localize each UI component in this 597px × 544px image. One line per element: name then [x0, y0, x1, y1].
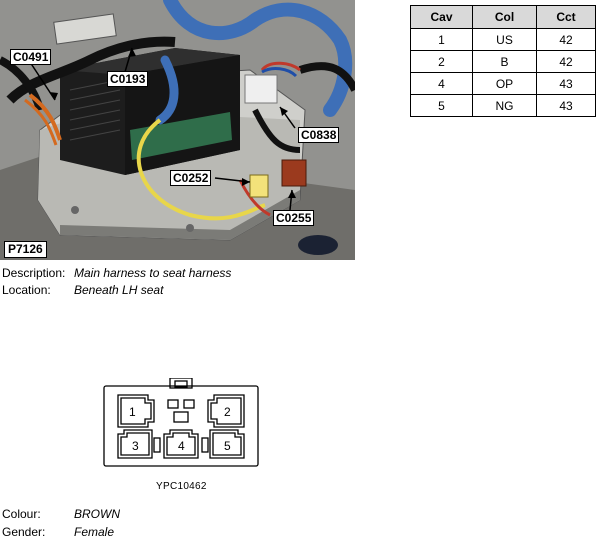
cell-col: OP [472, 72, 537, 95]
pin-label: 1 [129, 405, 136, 419]
location-label: Location: [2, 283, 51, 297]
pin-label: 5 [224, 439, 231, 453]
gender-value: Female [74, 525, 115, 539]
connector-location-photo: C0491 C0193 C0838 C0252 C0255 P7126 [0, 0, 355, 260]
callout-arrowheads [49, 48, 296, 198]
table-header-row: Cav Col Cct [410, 5, 596, 29]
description-label: Description: [2, 266, 66, 280]
cell-cct: 42 [536, 28, 596, 51]
callout-c0252: C0252 [170, 170, 212, 186]
callout-c0255: C0255 [273, 210, 315, 226]
cell-cav: 2 [410, 50, 473, 73]
cell-cav: 4 [410, 72, 473, 95]
pin-label: 3 [132, 439, 139, 453]
connector-reference: YPC10462 [156, 481, 207, 492]
connector-face-svg: 1 2 3 4 5 [103, 377, 259, 467]
cell-cct: 42 [536, 50, 596, 73]
gender-label: Gender: [2, 525, 46, 539]
header-cct: Cct [536, 5, 596, 29]
table-row: 1 US 42 [410, 28, 596, 51]
description-row: Description: Main harness to seat harness [2, 266, 231, 281]
location-row: Location: Beneath LH seat [2, 283, 163, 298]
photo-id: P7126 [4, 241, 47, 258]
callout-c0838: C0838 [298, 127, 340, 143]
description-value: Main harness to seat harness [74, 266, 232, 280]
cell-cav: 1 [410, 28, 473, 51]
table-row: 2 B 42 [410, 50, 596, 73]
cell-col: B [472, 50, 537, 73]
colour-label: Colour: [2, 507, 41, 521]
cell-col: NG [472, 94, 537, 117]
connector-face-diagram: 1 2 3 4 5 [96, 377, 266, 483]
table-row: 4 OP 43 [410, 72, 596, 95]
photo-illustration [0, 0, 355, 260]
callout-c0193: C0193 [107, 71, 149, 87]
cell-cav: 5 [410, 94, 473, 117]
header-cav: Cav [410, 5, 473, 29]
header-col: Col [472, 5, 537, 29]
cell-col: US [472, 28, 537, 51]
location-value: Beneath LH seat [74, 283, 164, 297]
colour-row: Colour: BROWN [2, 507, 120, 522]
cavity-table: Cav Col Cct 1 US 42 2 B 42 4 OP 43 5 NG … [410, 5, 596, 117]
cell-cct: 43 [536, 72, 596, 95]
cell-cct: 43 [536, 94, 596, 117]
gender-row: Gender: Female [2, 525, 114, 540]
pin-label: 4 [178, 439, 185, 453]
pin-label: 2 [224, 405, 231, 419]
table-row: 5 NG 43 [410, 94, 596, 117]
colour-value: BROWN [74, 507, 120, 521]
callout-c0491: C0491 [10, 49, 52, 65]
